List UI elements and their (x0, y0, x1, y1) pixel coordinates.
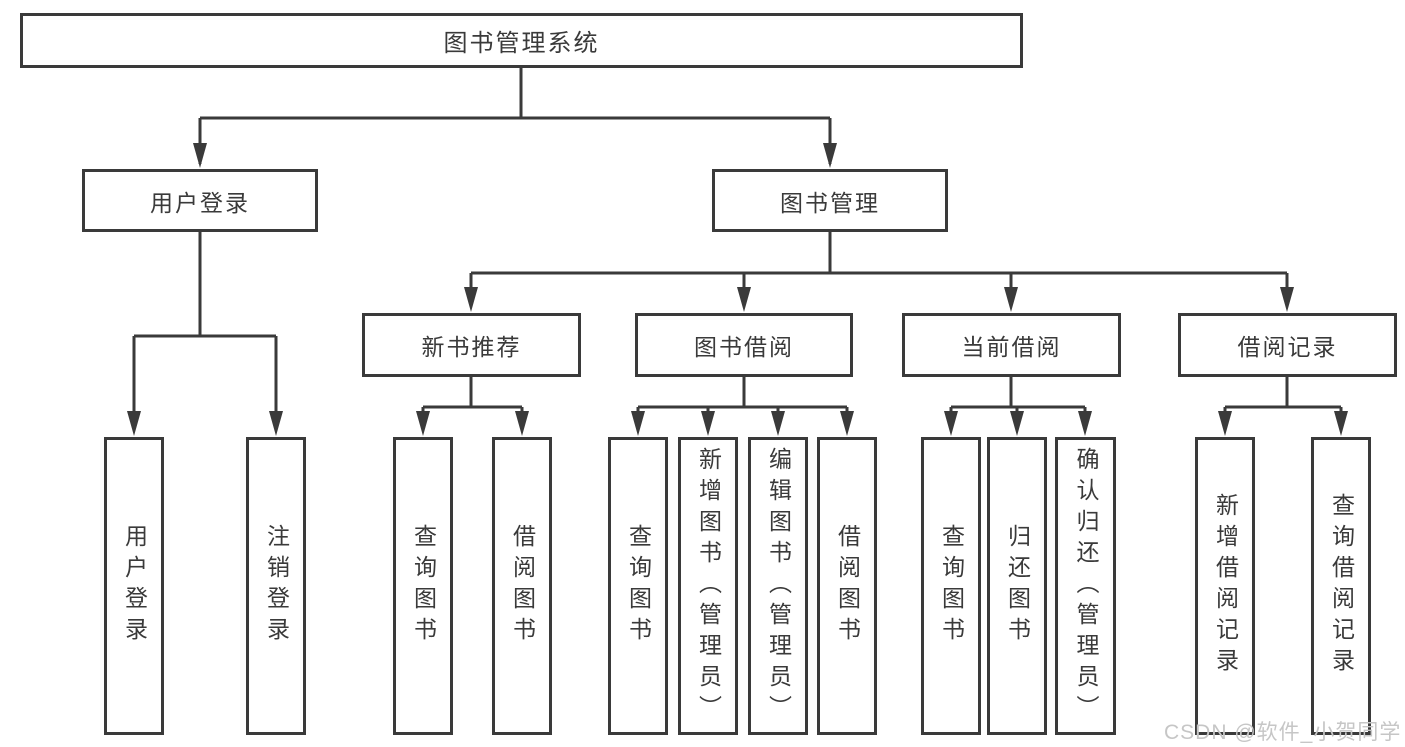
leaf-logout: 注销登录 (246, 437, 306, 735)
leaf-add-book-admin: 新增图书（管理员） (678, 437, 738, 735)
leaf-borrow-book-recommend: 借阅图书 (492, 437, 552, 735)
leaf-return-book: 归还图书 (987, 437, 1047, 735)
node-library-management-system: 图书管理系统 (20, 13, 1023, 68)
leaf-user-login: 用户登录 (104, 437, 164, 735)
leaf-borrow-book: 借阅图书 (817, 437, 877, 735)
node-new-book-recommend: 新书推荐 (362, 313, 581, 377)
leaf-edit-book-admin: 编辑图书（管理员） (748, 437, 808, 735)
node-borrow-records: 借阅记录 (1178, 313, 1397, 377)
leaf-confirm-return-admin: 确认归还（管理员） (1055, 437, 1116, 735)
leaf-query-book-recommend: 查询图书 (393, 437, 453, 735)
node-book-management: 图书管理 (712, 169, 948, 232)
leaf-query-book-borrow: 查询图书 (608, 437, 668, 735)
node-user-login: 用户登录 (82, 169, 318, 232)
leaf-query-borrow-record: 查询借阅记录 (1311, 437, 1371, 735)
csdn-watermark: CSDN @软件_小贺同学 (1164, 721, 1402, 744)
leaf-query-book-current: 查询图书 (921, 437, 981, 735)
node-current-borrow: 当前借阅 (902, 313, 1121, 377)
leaf-add-borrow-record: 新增借阅记录 (1195, 437, 1255, 735)
node-book-borrow: 图书借阅 (635, 313, 853, 377)
